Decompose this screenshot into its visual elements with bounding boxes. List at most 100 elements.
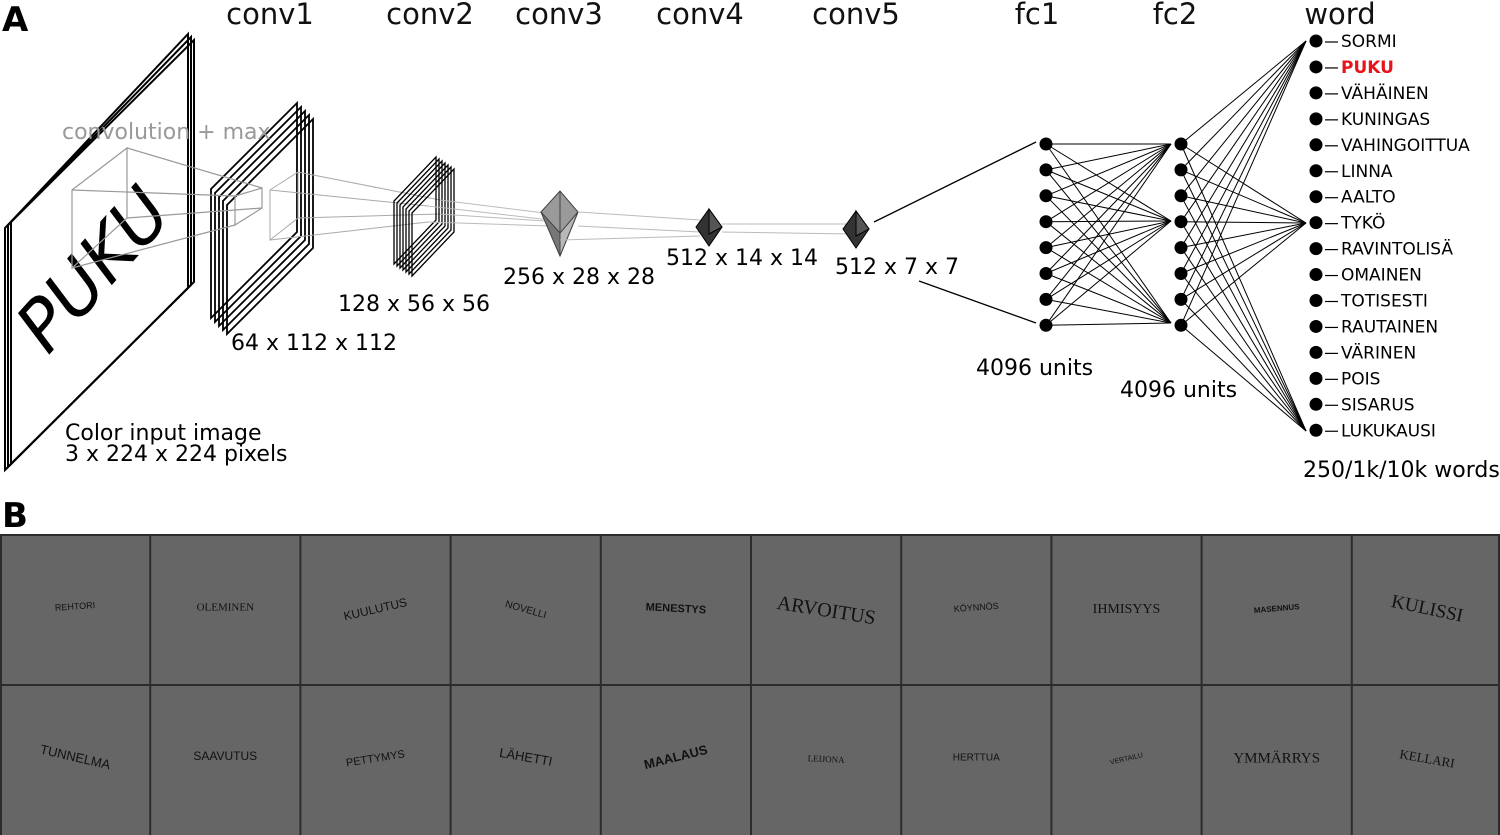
- fc2-word-edge: [1180, 40, 1307, 274]
- fc1-fc2-edge: [1045, 143, 1172, 223]
- conv2-to-conv3-projection: [427, 199, 561, 227]
- word-node: [1309, 242, 1323, 256]
- fc2-word-edge: [1180, 40, 1307, 145]
- fc2-node: [1174, 292, 1188, 306]
- stimulus-word-row1: REHTORI: [55, 600, 96, 613]
- word-node: [1309, 397, 1323, 411]
- convolution-pyramid: [71, 146, 263, 270]
- input-image-stack: [4, 31, 195, 473]
- conv1-title: conv1: [226, 0, 314, 31]
- fc1-fc2-edge: [1045, 221, 1172, 324]
- conv4-title: conv4: [656, 0, 744, 31]
- fc1-fc2-edge: [1045, 322, 1172, 326]
- fc2-word-edge: [1180, 40, 1307, 300]
- fc2-nodes: [1174, 137, 1188, 332]
- input-caption-line2: 3 x 224 x 224 pixels: [65, 442, 288, 467]
- fc2-word-edge: [1180, 222, 1307, 249]
- input-word-puku: PUKU: [0, 172, 187, 368]
- fc2-node: [1174, 318, 1188, 332]
- output-word-label: RAVINTOLISÄ: [1341, 239, 1453, 260]
- output-word-label: KUNINGAS: [1341, 110, 1430, 130]
- fc1-fc2-edge: [1045, 169, 1172, 324]
- output-word-label: OMAINEN: [1341, 266, 1422, 286]
- fc2-node: [1174, 267, 1188, 280]
- word-node: [1309, 190, 1323, 204]
- fc1-fc2-edge: [1045, 143, 1172, 197]
- output-word-label: SISARUS: [1341, 395, 1415, 415]
- word-node: [1309, 60, 1323, 74]
- fc1-fc2-edge: [1045, 247, 1172, 324]
- conv3-to-conv4-projection: [559, 211, 701, 241]
- fc1-fc2-edge: [1045, 143, 1172, 248]
- fc2-node: [1174, 137, 1188, 151]
- word-node: [1309, 294, 1323, 307]
- conv4-to-conv5-projection: [721, 223, 853, 235]
- fc1-title: fc1: [1015, 0, 1060, 31]
- conv5-dims-label: 512 x 7 x 7: [835, 255, 959, 280]
- fc1-fc2-edge: [1045, 195, 1172, 324]
- conv3-title: conv3: [515, 0, 603, 31]
- convolution-max-label: convolution + max: [62, 120, 271, 145]
- conv5-feature-block: [842, 209, 870, 249]
- fc1-fc2-edge: [1045, 143, 1172, 171]
- fc2-word-edge: [1180, 195, 1307, 224]
- conv1-dims-label: 64 x 112 x 112: [231, 331, 397, 356]
- fc1-fc2-edge: [1045, 220, 1172, 326]
- fc2-word-edge: [1180, 40, 1307, 197]
- fc1-node: [1039, 318, 1053, 332]
- panel-a-letter: A: [2, 0, 29, 40]
- vocab-size-label: 250/1k/10k words: [1303, 458, 1500, 483]
- word-node: [1309, 423, 1323, 437]
- stimulus-word-row1: KÖYNNÖS: [953, 601, 999, 614]
- fc1-fc2-edge: [1045, 143, 1172, 274]
- conv3-dims-label: 256 x 28 x 28: [503, 265, 655, 290]
- fc2-word-edge: [1180, 40, 1307, 326]
- fc1-fc2-edge: [1045, 143, 1172, 300]
- output-word-label: VÄHÄINEN: [1341, 83, 1429, 104]
- fc1-node: [1039, 163, 1053, 177]
- fc2-word-edge: [1180, 40, 1307, 248]
- fc2-word-edge: [1180, 273, 1307, 432]
- fc2-word-edge: [1180, 222, 1307, 300]
- fc1-node: [1039, 292, 1053, 306]
- fc2-word-edge: [1180, 221, 1307, 224]
- fc1-fc2-edge: [1045, 143, 1172, 326]
- word-title: word: [1304, 0, 1375, 31]
- fc1-node: [1039, 215, 1053, 229]
- output-word-label: AALTO: [1341, 188, 1396, 208]
- fc2-units-label: 4096 units: [1120, 378, 1237, 403]
- stimulus-word-row1: IHMISYYS: [1093, 602, 1161, 617]
- word-node: [1309, 319, 1323, 333]
- fc1-fc2-edge: [1045, 143, 1172, 324]
- fc1-fc2-edge: [1045, 220, 1172, 274]
- stimulus-word-row2: SAAVUTUS: [193, 749, 257, 763]
- fc2-node: [1174, 189, 1188, 203]
- fc1-nodes: [1039, 137, 1053, 332]
- word-node: [1309, 164, 1323, 178]
- output-word-label: TYKÖ: [1340, 212, 1385, 234]
- output-word-label: POIS: [1341, 369, 1380, 389]
- fc1-units-label: 4096 units: [976, 356, 1093, 381]
- stimulus-grid-lines: [0, 534, 1500, 835]
- fc2-word-edge: [1180, 222, 1307, 326]
- panel-b-letter: B: [2, 496, 28, 536]
- fc1-fc2-edge: [1045, 298, 1172, 324]
- fc-edges: [1045, 40, 1307, 432]
- conv5-to-fc1-top-line: [873, 141, 1037, 223]
- conv5-to-fc1-bottom-line: [918, 280, 1037, 324]
- stimulus-word-row2: HERTTUA: [953, 753, 1000, 764]
- fc2-node: [1174, 241, 1188, 255]
- output-word-highlighted: PUKU: [1341, 58, 1394, 78]
- conv4-dims-label: 512 x 14 x 14: [666, 246, 818, 271]
- fc1-node: [1039, 267, 1053, 280]
- fc2-word-edge: [1180, 324, 1307, 432]
- conv3-feature-block: [540, 190, 579, 258]
- input-caption-line1: Color input image: [65, 421, 262, 446]
- fc1-node: [1039, 137, 1053, 151]
- output-word-label: VAHINGOITTUA: [1341, 136, 1470, 156]
- fc2-word-edge: [1180, 222, 1307, 274]
- fc1-node: [1039, 241, 1053, 255]
- word-node: [1309, 138, 1323, 152]
- conv1-feature-stack: [210, 100, 314, 337]
- conv2-title: conv2: [386, 0, 474, 31]
